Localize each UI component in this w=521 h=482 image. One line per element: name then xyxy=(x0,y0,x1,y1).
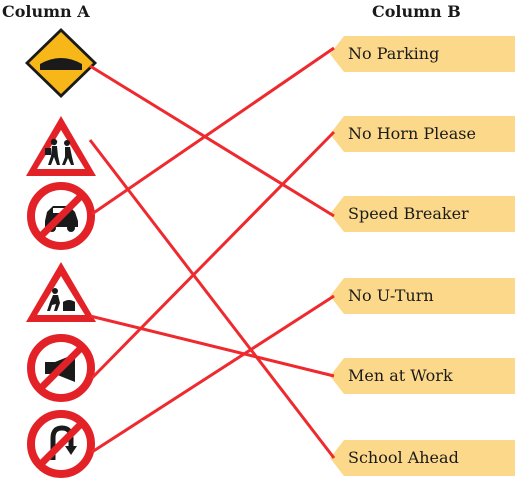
label-no-u-turn: No U-Turn xyxy=(330,278,515,314)
label-text: School Ahead xyxy=(348,448,459,467)
speed-breaker-sign-icon xyxy=(23,26,99,98)
label-text: No Parking xyxy=(348,44,440,63)
column-a-header: Column A xyxy=(2,2,90,21)
match-line xyxy=(91,294,335,454)
column-b-header: Column B xyxy=(372,2,461,21)
label-text: Speed Breaker xyxy=(348,204,469,223)
label-no-horn-please: No Horn Please xyxy=(330,116,515,152)
no-parking-sign-icon xyxy=(23,180,99,252)
label-text: No Horn Please xyxy=(348,124,476,143)
label-men-at-work: Men at Work xyxy=(330,358,515,394)
match-line xyxy=(90,130,336,380)
no-u-turn-sign-icon xyxy=(23,408,99,480)
men-at-work-sign-icon xyxy=(23,258,99,330)
label-speed-breaker: Speed Breaker xyxy=(330,196,515,232)
label-school-ahead: School Ahead xyxy=(330,440,515,476)
label-no-parking: No Parking xyxy=(330,36,515,72)
no-horn-sign-icon xyxy=(23,332,99,404)
label-text: Men at Work xyxy=(348,366,453,385)
school-ahead-sign-icon xyxy=(23,112,99,184)
match-line xyxy=(91,46,335,216)
match-line xyxy=(89,64,335,218)
label-text: No U-Turn xyxy=(348,286,434,305)
match-line xyxy=(88,139,336,459)
match-line xyxy=(89,314,335,378)
